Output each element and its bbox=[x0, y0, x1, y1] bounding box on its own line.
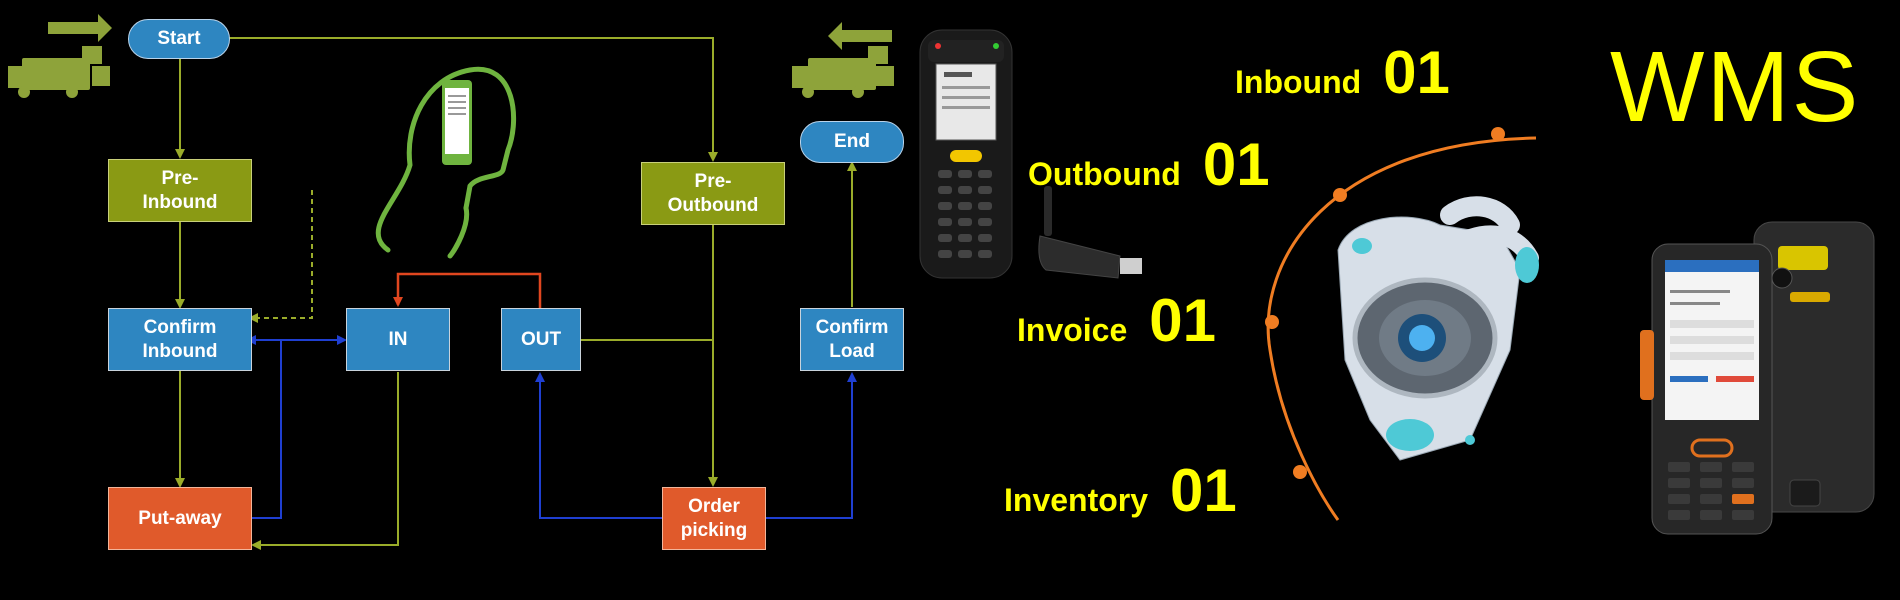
arrow-start-to-preoutbound bbox=[229, 37, 718, 162]
metric-label: Inbound bbox=[1235, 64, 1362, 100]
arc-dots bbox=[1265, 127, 1505, 479]
arrow-in-to-putaway bbox=[251, 372, 399, 550]
pre-inbound-node[interactable]: Pre- Inbound bbox=[108, 159, 252, 222]
start-label: Start bbox=[157, 28, 201, 49]
barcode-scanner-icon bbox=[919, 29, 1013, 279]
robot-hand-icon bbox=[1337, 196, 1539, 461]
metric-inbound: Inbound 01 bbox=[1235, 38, 1450, 107]
confirm-load-label: Confirm Load bbox=[815, 316, 889, 362]
arrow-out-to-in bbox=[393, 272, 542, 308]
truck-outbound-icon bbox=[792, 22, 894, 98]
usb-dongle-icon bbox=[1038, 186, 1142, 279]
dashed-return-arrow bbox=[248, 190, 313, 323]
truck-inbound-icon bbox=[8, 14, 112, 98]
in-label: IN bbox=[388, 328, 408, 350]
metric-value: 01 bbox=[1383, 39, 1450, 106]
rugged-phone-front-icon bbox=[1640, 243, 1773, 535]
head-phone-icon bbox=[375, 66, 516, 259]
rugged-phone-back-icon bbox=[1753, 221, 1875, 513]
confirm-load-node[interactable]: Confirm Load bbox=[800, 308, 904, 371]
out-node[interactable]: OUT bbox=[501, 308, 581, 371]
metric-label: Inventory bbox=[1004, 482, 1149, 518]
metric-inventory: Inventory 01 bbox=[1004, 456, 1237, 525]
line-putaway-up bbox=[252, 340, 282, 519]
start-node[interactable]: Start bbox=[128, 19, 230, 59]
metric-label: Invoice bbox=[1017, 312, 1128, 348]
metric-outbound: Outbound 01 bbox=[1028, 130, 1270, 199]
confirm-inbound-node[interactable]: Confirm Inbound bbox=[108, 308, 252, 371]
metric-value: 01 bbox=[1202, 131, 1270, 198]
metric-value: 01 bbox=[1149, 287, 1217, 354]
wms-title: WMS bbox=[1610, 31, 1861, 143]
confirm-inbound-label: Confirm Inbound bbox=[142, 316, 218, 362]
order-picking-node[interactable]: Order picking bbox=[662, 487, 766, 550]
end-node[interactable]: End bbox=[800, 121, 904, 163]
metric-value: 01 bbox=[1170, 457, 1237, 524]
arrow-picking-to-out bbox=[535, 372, 662, 519]
end-label: End bbox=[834, 131, 870, 152]
arrow-picking-to-confirmload bbox=[766, 372, 857, 519]
put-away-node[interactable]: Put-away bbox=[108, 487, 252, 550]
out-label: OUT bbox=[520, 328, 562, 350]
metric-label: Outbound bbox=[1028, 156, 1181, 192]
order-picking-label: Order picking bbox=[680, 495, 748, 541]
metric-invoice: Invoice 01 bbox=[1017, 286, 1216, 355]
pre-outbound-node[interactable]: Pre- Outbound bbox=[641, 162, 785, 225]
mini-phone-icon bbox=[442, 80, 472, 165]
pre-outbound-label: Pre- Outbound bbox=[667, 170, 759, 216]
put-away-label: Put-away bbox=[138, 507, 222, 529]
pre-inbound-label: Pre- Inbound bbox=[142, 167, 218, 213]
in-node[interactable]: IN bbox=[346, 308, 450, 371]
